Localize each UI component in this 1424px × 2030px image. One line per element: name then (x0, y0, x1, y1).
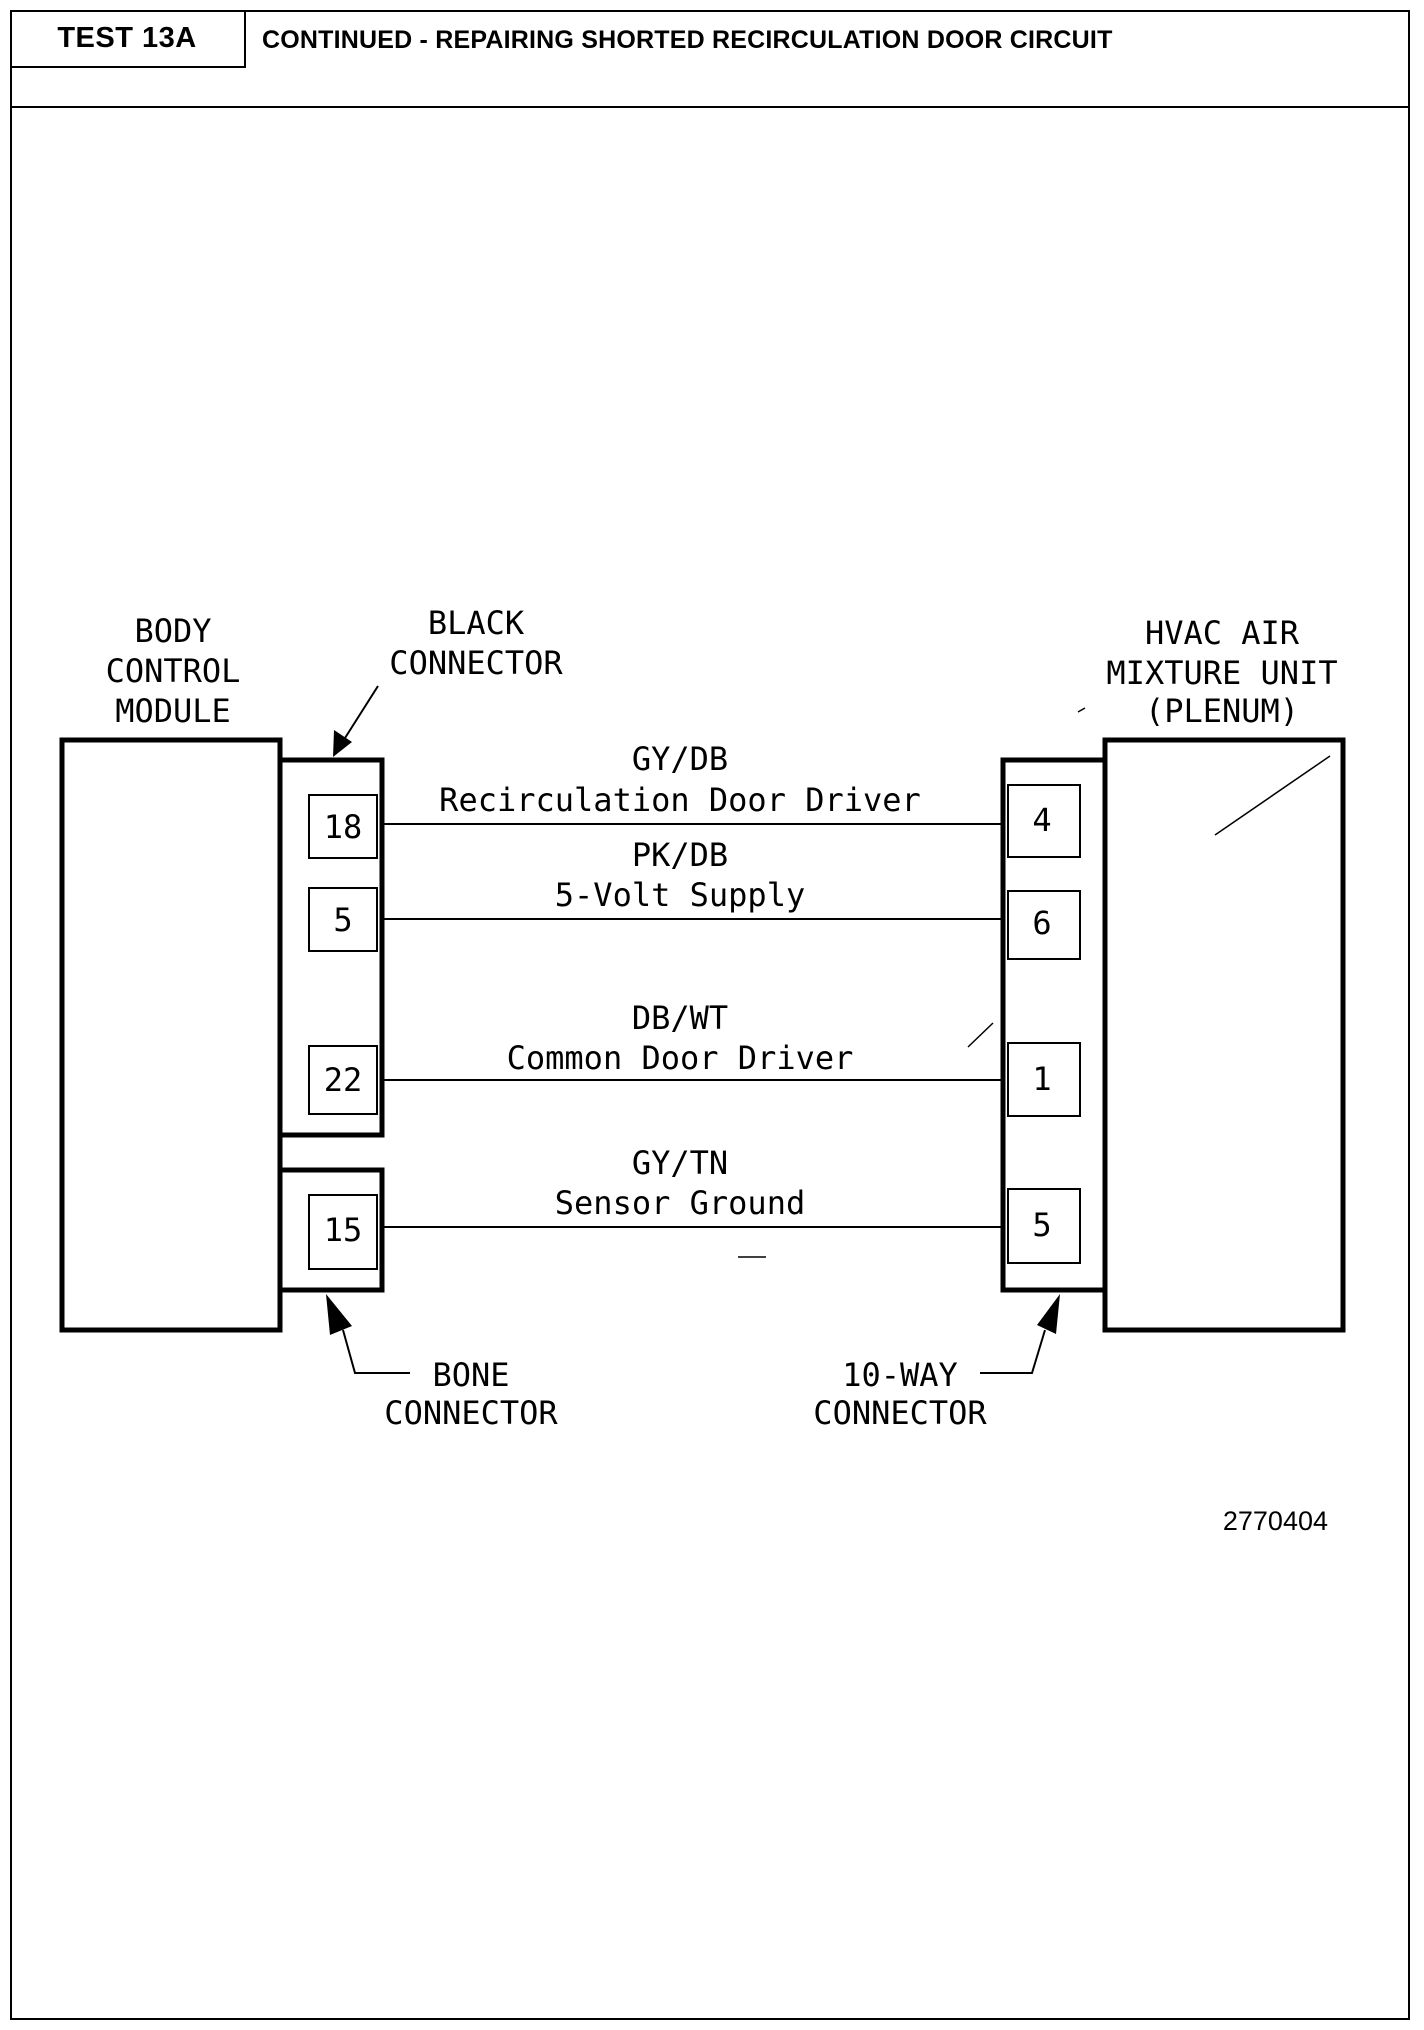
bone-connector-label-line-1: BONE (432, 1356, 509, 1394)
black-connector-body (277, 757, 385, 1138)
wire-color-pk-db: PK/DB (632, 836, 728, 874)
pin-bcm-22: 22 (324, 1061, 363, 1099)
header-divider (10, 106, 1410, 108)
hvac-label-line-3: (PLENUM) (1145, 692, 1299, 730)
bcm-label-line-2: CONTROL (106, 652, 241, 690)
wire-name-sensor-ground: Sensor Ground (555, 1184, 805, 1222)
black-connector-arrowhead (333, 730, 352, 757)
pin-hvac-6: 6 (1032, 904, 1051, 942)
pin-hvac-5: 5 (1032, 1206, 1051, 1244)
wire-name-5-volt-supply: 5-Volt Supply (555, 876, 805, 914)
pin-box-hvac-5 (1007, 1188, 1081, 1264)
page-title: CONTINUED - REPAIRING SHORTED RECIRCULAT… (262, 25, 1113, 54)
black-connector-label-line-2: CONNECTOR (389, 644, 563, 682)
10-way-connector-body (1000, 757, 1108, 1293)
bone-connector-body (277, 1167, 385, 1293)
pin-hvac-4: 4 (1032, 801, 1051, 839)
bcm-label-line-1: BODY (134, 612, 211, 650)
bone-connector-arrowhead (326, 1294, 352, 1335)
pin-box-bcm-18 (308, 794, 378, 859)
pin-bcm-18: 18 (324, 808, 363, 846)
plenum-slash-mark (1214, 755, 1331, 836)
figure-number: 2770404 (1223, 1506, 1328, 1536)
pin-box-hvac-1 (1007, 1042, 1081, 1117)
pin-box-hvac-6 (1007, 890, 1081, 960)
hvac-label-line-1: HVAC AIR (1145, 614, 1300, 652)
bone-connector-leader (342, 1329, 410, 1374)
10-way-connector-leader (980, 1329, 1046, 1374)
test-label: TEST 13A (10, 10, 246, 68)
wire-name-common-door-driver: Common Door Driver (507, 1039, 854, 1077)
pin-hvac-1: 1 (1032, 1060, 1051, 1098)
wire-name-recirculation-door-driver: Recirculation Door Driver (439, 781, 921, 819)
10-way-connector-label-line-1: 10-WAY (842, 1356, 958, 1394)
hvac-label-line-2: MIXTURE UNIT (1106, 654, 1337, 692)
pin-box-bcm-5 (308, 887, 378, 952)
black-connector-label-line-1: BLACK (428, 604, 525, 642)
page-frame (10, 10, 1410, 2020)
bone-connector-label-line-2: CONNECTOR (384, 1394, 558, 1432)
bcm-label-line-3: MODULE (115, 692, 231, 730)
black-connector-leader (344, 685, 379, 739)
pin-box-hvac-4 (1007, 784, 1081, 858)
wire-color-gy-tn: GY/TN (632, 1144, 728, 1182)
10-way-connector-label-line-2: CONNECTOR (813, 1394, 987, 1432)
wire-color-gy-db: GY/DB (632, 740, 728, 778)
wire-color-db-wt: DB/WT (632, 999, 728, 1037)
10-way-connector-arrowhead (1037, 1294, 1060, 1334)
body-control-module-box (59, 737, 283, 1333)
pin-bcm-5: 5 (333, 901, 352, 939)
stray-mark (967, 1022, 994, 1048)
stray-mark (1077, 707, 1086, 713)
pin-box-bcm-22 (308, 1045, 378, 1115)
pin-bcm-15: 15 (324, 1211, 363, 1249)
pin-box-bcm-15 (308, 1194, 378, 1270)
